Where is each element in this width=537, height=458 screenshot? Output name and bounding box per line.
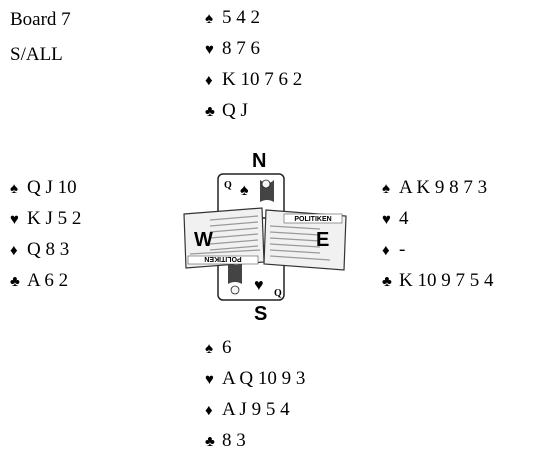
svg-text:♠: ♠: [240, 182, 249, 199]
compass-west-label: W: [194, 229, 213, 251]
north-hearts: ♥ 8 7 6: [205, 33, 302, 64]
heart-icon: ♥: [382, 212, 391, 228]
diamond-icon: ♦: [10, 243, 18, 259]
heart-icon: ♥: [205, 372, 214, 388]
east-spades-cards: A K 9 8 7 3: [399, 177, 488, 198]
club-icon: ♣: [205, 104, 215, 120]
club-icon: ♣: [10, 274, 20, 290]
south-diamonds: ♦ A J 9 5 4: [205, 394, 305, 425]
west-hearts-cards: K J 5 2: [27, 208, 82, 229]
east-hearts-cards: 4: [399, 208, 409, 229]
dealer-vulnerability: S/ALL: [10, 44, 63, 65]
north-hand: ♠ 5 4 2 ♥ 8 7 6 ♦ K 10 7 6 2 ♣ Q J: [205, 2, 302, 126]
spade-icon: ♠: [382, 181, 390, 197]
north-diamonds: ♦ K 10 7 6 2: [205, 64, 302, 95]
east-clubs-cards: K 10 9 7 5 4: [399, 270, 494, 291]
west-diamonds: ♦ Q 8 3: [10, 234, 81, 265]
compass-graphic: Q ♠ Q ♥ POLITIKEN: [180, 150, 350, 330]
newspaper-logo-east: POLITIKEN: [294, 216, 331, 223]
club-icon: ♣: [205, 434, 215, 450]
spade-icon: ♠: [10, 181, 18, 197]
south-hearts-cards: A Q 10 9 3: [222, 368, 306, 389]
diamond-icon: ♦: [382, 243, 390, 259]
south-hand: ♠6 ♥A Q 10 9 3 ♦A J 9 5 4 ♣8 3: [205, 332, 305, 456]
north-clubs-cards: Q J: [222, 100, 248, 121]
south-spades-cards: 6: [222, 337, 232, 358]
heart-icon: ♥: [10, 212, 19, 228]
south-diamonds-cards: A J 9 5 4: [222, 399, 290, 420]
compass-east-label: E: [316, 229, 330, 251]
bottom-card-icon: Q ♥: [217, 255, 285, 301]
svg-text:Q: Q: [224, 180, 232, 191]
north-diamonds-cards: K 10 7 6 2: [222, 69, 303, 90]
north-spades: ♠ 5 4 2: [205, 2, 302, 33]
west-clubs: ♣ A 6 2: [10, 265, 81, 296]
diamond-icon: ♦: [205, 403, 213, 419]
board-number: Board 7: [10, 9, 71, 30]
east-diamonds-cards: -: [399, 239, 406, 260]
svg-text:Q: Q: [274, 288, 282, 299]
west-hearts: ♥ K J 5 2: [10, 203, 81, 234]
north-spades-cards: 5 4 2: [222, 7, 260, 28]
east-spades: ♠ A K 9 8 7 3: [382, 172, 493, 203]
east-clubs: ♣ K 10 9 7 5 4: [382, 265, 493, 296]
south-spades: ♠6: [205, 332, 305, 363]
south-clubs: ♣ 8 3: [205, 425, 305, 456]
west-clubs-cards: A 6 2: [27, 270, 69, 291]
west-hand: ♠ Q J 10 ♥ K J 5 2 ♦ Q 8 3 ♣ A 6 2: [10, 172, 81, 296]
newspaper-logo-west: POLITIKEN: [204, 255, 241, 262]
heart-icon: ♥: [205, 42, 214, 58]
compass-south-label: S: [254, 303, 268, 325]
east-newspaper-icon: POLITIKEN: [263, 209, 347, 271]
north-hearts-cards: 8 7 6: [222, 38, 260, 59]
west-diamonds-cards: Q 8 3: [27, 239, 70, 260]
west-newspaper-icon: POLITIKEN: [183, 207, 265, 269]
spade-icon: ♠: [205, 11, 213, 27]
east-hearts: ♥4: [382, 203, 493, 234]
compass-cards-icon: Q ♠ Q ♥ POLITIKEN: [183, 173, 347, 301]
west-spades-cards: Q J 10: [27, 177, 77, 198]
diamond-icon: ♦: [205, 73, 213, 89]
club-icon: ♣: [382, 274, 392, 290]
west-spades: ♠ Q J 10: [10, 172, 81, 203]
top-card-icon: Q ♠: [217, 173, 285, 219]
spade-icon: ♠: [205, 341, 213, 357]
north-clubs: ♣ Q J: [205, 95, 302, 126]
south-clubs-cards: 8 3: [222, 430, 246, 451]
svg-text:♥: ♥: [254, 277, 264, 294]
compass-north-label: N: [252, 150, 267, 172]
south-hearts: ♥ A Q 10 9 3: [205, 363, 305, 394]
east-hand: ♠A K 9 8 7 3 ♥4 ♦- ♣K 10 9 7 5 4: [382, 172, 493, 296]
east-diamonds: ♦-: [382, 234, 493, 265]
